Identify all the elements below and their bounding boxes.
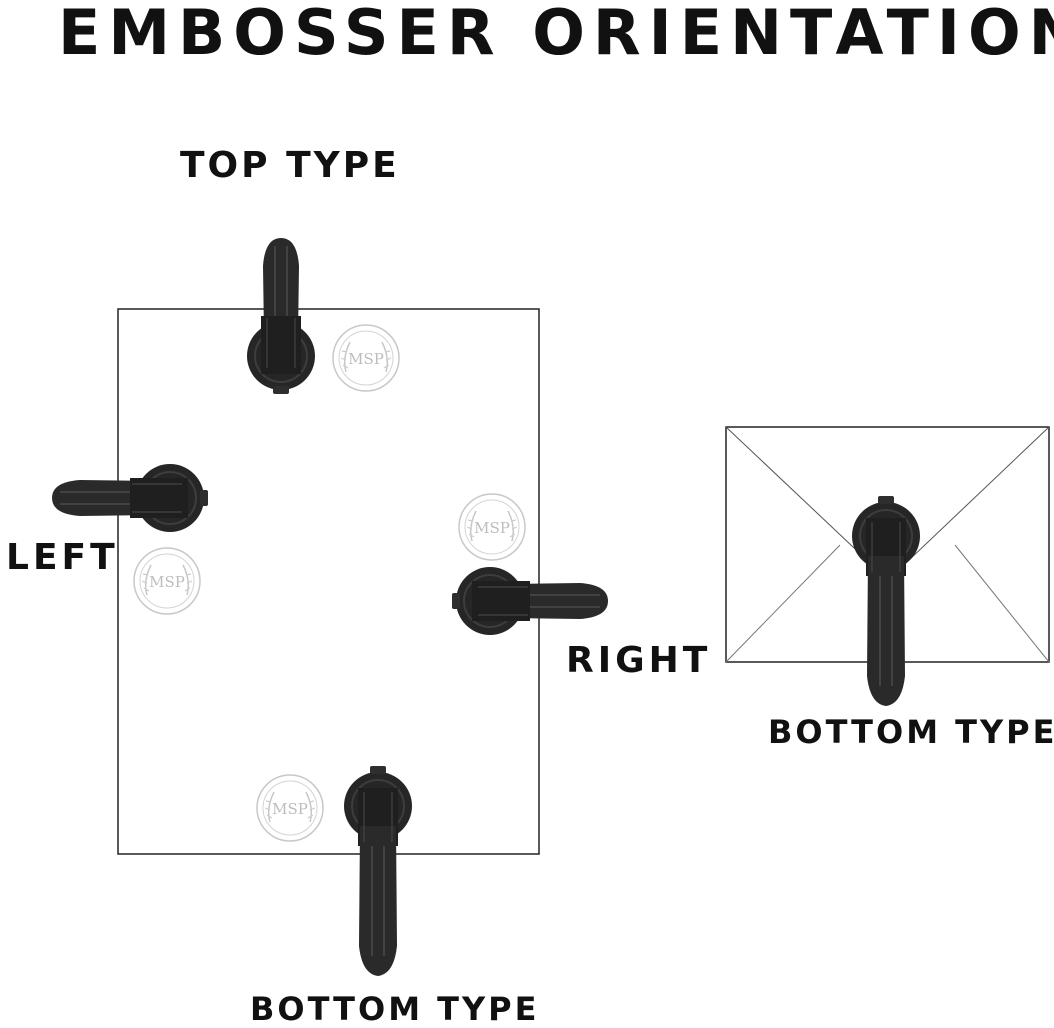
seal-impression-left — [133, 547, 201, 615]
seal-impression-bottom — [256, 774, 324, 842]
label-left: LEFT — [6, 537, 119, 578]
label-top-type: TOP TYPE — [180, 145, 400, 186]
embosser-bottom-type-paper — [343, 765, 413, 977]
seal-impression-right — [458, 493, 526, 561]
label-bottom-type-paper: BOTTOM TYPE — [250, 990, 540, 1028]
label-right: RIGHT — [566, 640, 712, 681]
page-title: EMBOSSER ORIENTATION — [58, 0, 1054, 69]
label-bottom-type-envelope: BOTTOM TYPE — [768, 713, 1054, 751]
seal-impression-top — [332, 324, 400, 392]
